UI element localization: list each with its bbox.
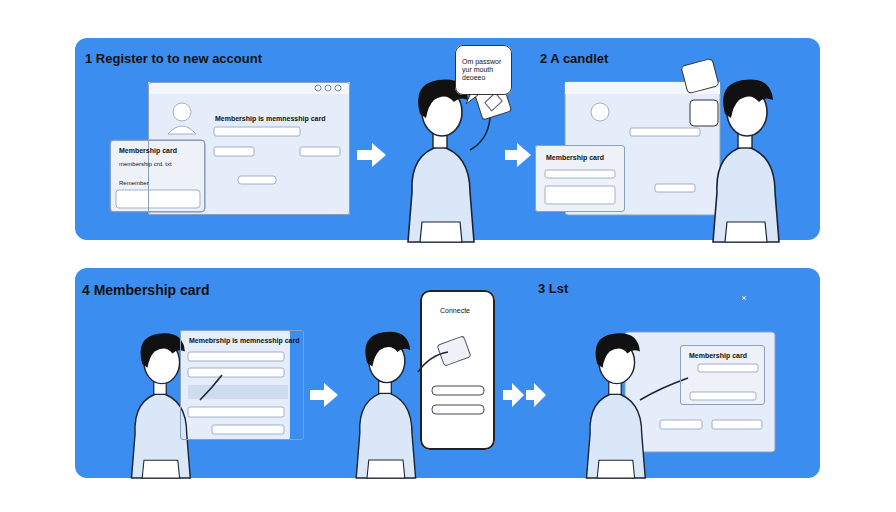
step-heading: 4 Membership card — [82, 282, 210, 298]
step-heading: 3 Lst — [538, 282, 568, 297]
ui-text: membership crd. txt — [119, 161, 172, 168]
form-window: Memebrship is memnesship card — [180, 330, 304, 440]
ui-text: Connecte — [440, 307, 470, 315]
ui-text: Membership is memnesship card — [215, 115, 325, 123]
ui-text: Remember — [119, 180, 149, 187]
step-heading: 1 Register to to new account — [85, 52, 262, 67]
membership-card: Membership card membership crd. txtRememb… — [110, 140, 205, 212]
ui-text: Membership card — [689, 352, 747, 360]
membership-card: Membership card — [535, 145, 625, 212]
ui-text: Membership card — [546, 154, 604, 162]
browser-window: Membership is memnesship card — [148, 82, 350, 215]
membership-card: Membership card — [680, 345, 765, 405]
step-heading: 2 A candlet — [540, 52, 608, 67]
ui-text: Memebrship is memnesship card — [189, 337, 299, 345]
ui-text: Membership card — [119, 147, 177, 155]
phone: Connecte — [420, 290, 495, 450]
ui-text: Om passwor yur mouth deoeeo — [462, 58, 508, 82]
speech-bubble: Om passwor yur mouth deoeeo — [455, 45, 512, 95]
